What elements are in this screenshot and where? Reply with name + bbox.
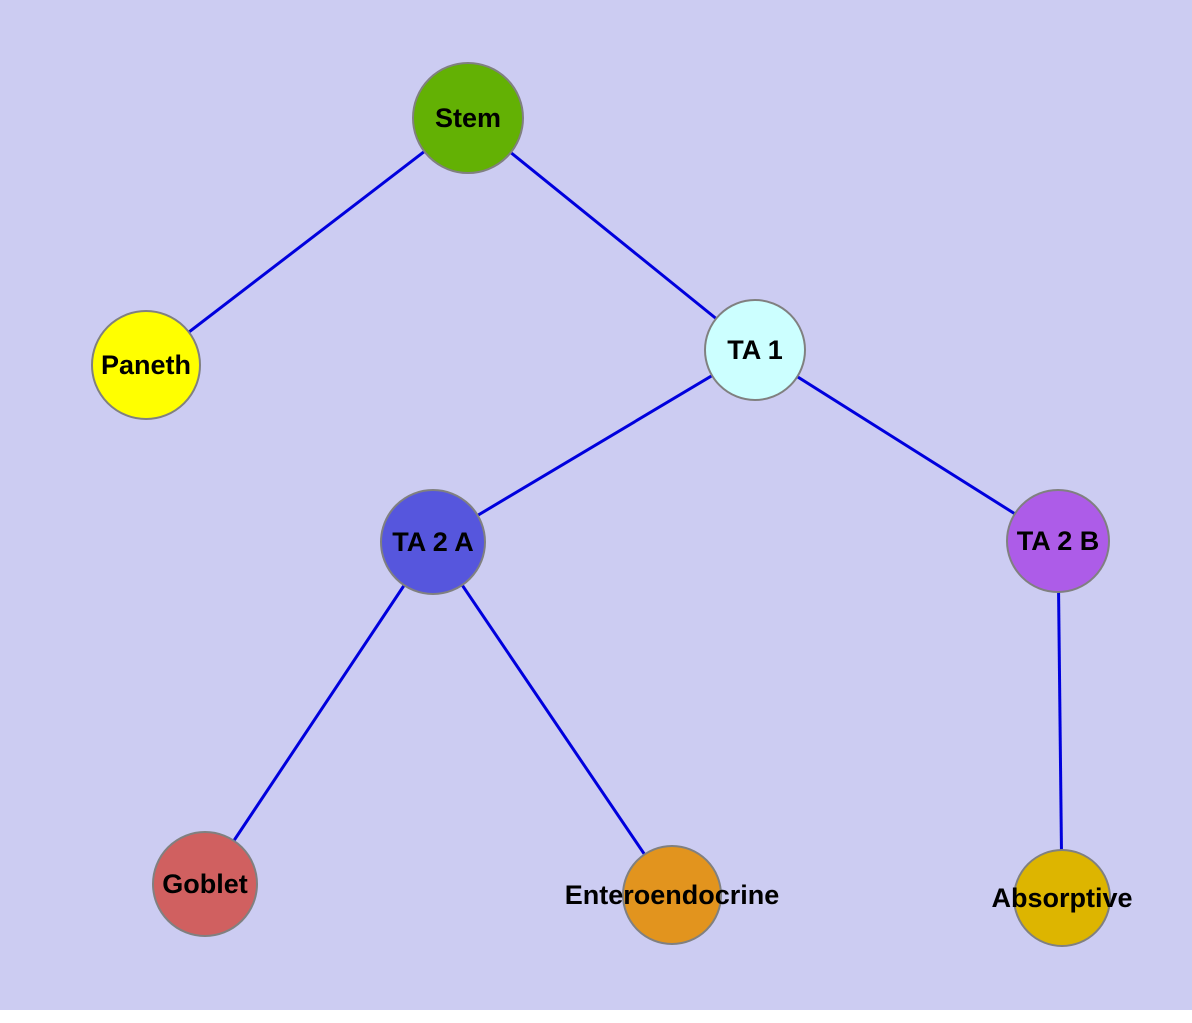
node-label-stem: Stem bbox=[435, 103, 501, 133]
node-ta2b bbox=[1006, 489, 1110, 593]
edge-ta2a-goblet bbox=[203, 541, 435, 885]
node-label-ta2a: TA 2 A bbox=[392, 527, 474, 557]
node-ta2a bbox=[380, 489, 486, 595]
node-label-goblet: Goblet bbox=[162, 869, 248, 899]
node-enteroendocrine bbox=[622, 845, 722, 945]
node-label-paneth: Paneth bbox=[101, 350, 191, 380]
edge-stem-paneth bbox=[145, 116, 469, 367]
node-goblet bbox=[152, 831, 258, 937]
edge-ta1-ta2b bbox=[754, 348, 1059, 543]
edge-ta1-ta2a bbox=[432, 348, 756, 544]
edge-ta2b-absorptive bbox=[1056, 540, 1064, 899]
node-paneth bbox=[91, 310, 201, 420]
node-label-absorptive: Absorptive bbox=[991, 883, 1132, 913]
node-stem bbox=[412, 62, 524, 174]
edge-stem-ta1 bbox=[467, 116, 756, 352]
node-label-ta2b: TA 2 B bbox=[1017, 526, 1100, 556]
node-absorptive bbox=[1013, 849, 1111, 947]
node-ta1 bbox=[704, 299, 806, 401]
edge-ta2a-enteroendocrine bbox=[431, 541, 674, 896]
node-label-enteroendocrine: Enteroendocrine bbox=[565, 880, 780, 910]
node-label-ta1: TA 1 bbox=[727, 335, 783, 365]
